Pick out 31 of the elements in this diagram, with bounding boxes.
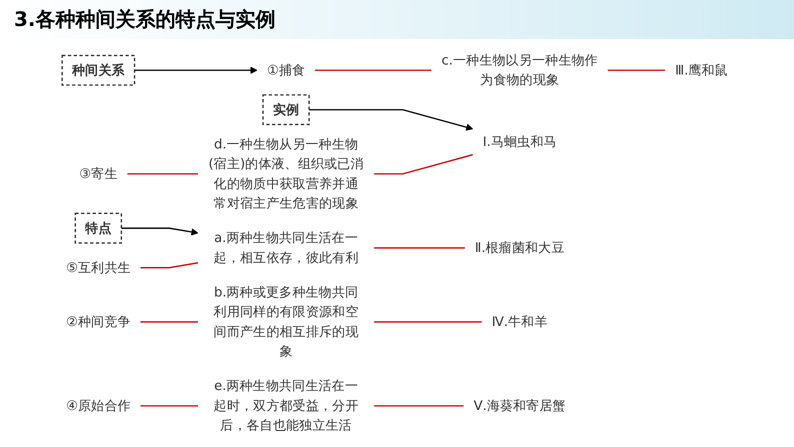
connector (374, 247, 465, 249)
node-text: b.两种或更多种生物共同利用同样的有限资源和空间而产生的相互排斥的现象 (214, 284, 358, 359)
connector (608, 70, 666, 71)
node-text: c.一种生物以另一种生物作为食物的现象 (442, 52, 598, 88)
node-text: ①捕食 (266, 62, 306, 78)
node-text: Ⅴ.海葵和寄居蟹 (474, 398, 566, 414)
node-text: e.两种生物共同生活在一起时，双方都受益，分开后，各自也能独立生活 (214, 378, 358, 434)
connector (374, 321, 482, 323)
connector (140, 405, 198, 407)
node-box: 种间关系 (62, 54, 136, 86)
connector (127, 173, 198, 175)
node-box: 特点 (74, 212, 122, 244)
node-box: 实例 (262, 94, 310, 126)
node-text: Ⅲ.鹰和鼠 (675, 62, 728, 78)
connector (374, 405, 464, 407)
node-text: Ⅳ.牛和羊 (492, 314, 548, 330)
node-text: a.两种生物共同生活在一起，相互依存，彼此有利 (214, 230, 358, 266)
arrow (309, 109, 474, 131)
node-text: ②种间竞争 (66, 314, 131, 330)
node-text: ④原始合作 (66, 398, 131, 414)
node-text: Ⅰ.马蛔虫和马 (482, 134, 557, 150)
node-text: Ⅱ.根瘤菌和大豆 (474, 240, 564, 256)
node-text: ③寄生 (79, 166, 118, 182)
node-text: ⑤互利共生 (66, 259, 131, 276)
connector (374, 154, 474, 175)
connector (314, 70, 432, 71)
arrow (121, 228, 198, 236)
arrow (134, 66, 258, 74)
connector (140, 321, 198, 323)
connector (140, 262, 198, 268)
node-text: d.一种生物从另一种生物(宿主)的体液、组织或已消化的物质中获取营养并通常对宿主产生危害的现象 (208, 136, 364, 211)
